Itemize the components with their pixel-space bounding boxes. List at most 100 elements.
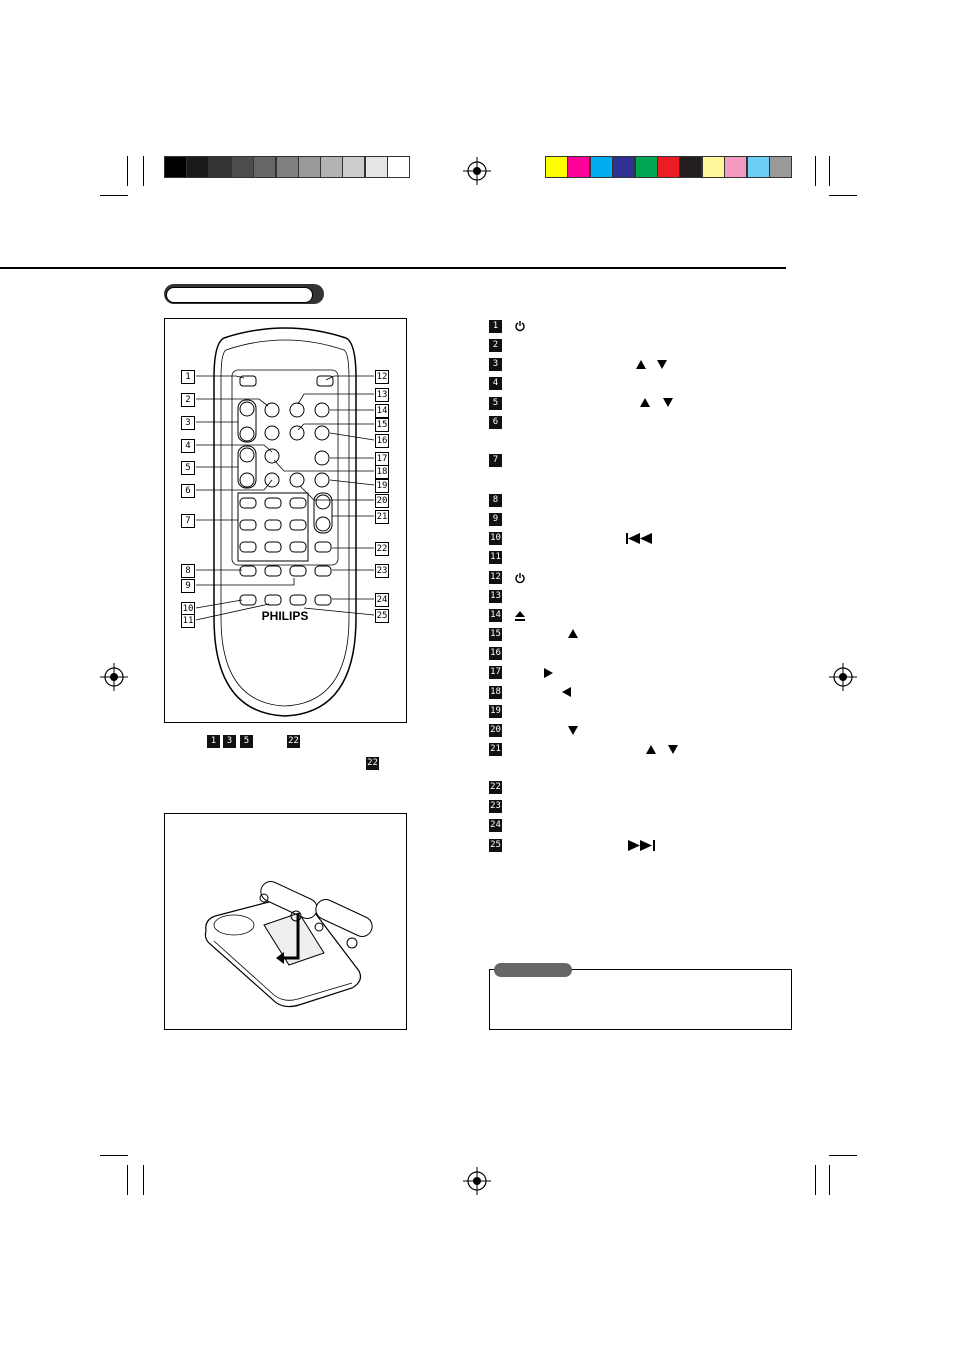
legend-number-badge: 10 bbox=[489, 532, 502, 545]
up-triangle-icon bbox=[646, 745, 656, 754]
color-swatch bbox=[701, 156, 725, 178]
color-swatch bbox=[634, 156, 658, 178]
gray-swatch bbox=[230, 156, 254, 178]
legend-number-badge: 4 bbox=[489, 377, 502, 390]
remote-callout-13: 13 bbox=[375, 388, 389, 402]
remote-callout-5: 5 bbox=[181, 461, 195, 475]
battery-figure-frame bbox=[164, 813, 407, 1030]
legend-number-badge: 23 bbox=[489, 800, 502, 813]
legend-number-badge: 16 bbox=[489, 647, 502, 660]
remote-callout-14: 14 bbox=[375, 404, 389, 418]
remote-callout-17: 17 bbox=[375, 452, 389, 466]
remote-callout-2: 2 bbox=[181, 393, 195, 407]
down-triangle-icon bbox=[657, 360, 667, 369]
right-triangle-icon bbox=[544, 668, 553, 678]
legend-number-badge: 1 bbox=[489, 320, 502, 333]
legend-number-badge: 18 bbox=[489, 686, 502, 699]
down-triangle-icon bbox=[568, 726, 578, 735]
legend-number-badge: 19 bbox=[489, 705, 502, 718]
color-swatch bbox=[746, 156, 770, 178]
remote-callout-22: 22 bbox=[375, 542, 389, 556]
gray-swatch bbox=[342, 156, 366, 178]
legend-number-badge: 5 bbox=[489, 397, 502, 410]
remote-callout-18: 18 bbox=[375, 465, 389, 479]
remote-callout-12: 12 bbox=[375, 370, 389, 384]
legend-number-badge: 15 bbox=[489, 628, 502, 641]
remote-callout-25: 25 bbox=[375, 609, 389, 623]
note-tab bbox=[494, 963, 572, 977]
color-swatch bbox=[612, 156, 636, 178]
note-box bbox=[489, 969, 792, 1030]
remote-callout-3: 3 bbox=[181, 416, 195, 430]
remote-callout-6: 6 bbox=[181, 484, 195, 498]
remote-callout-7: 7 bbox=[181, 514, 195, 528]
legend-number-badge: 13 bbox=[489, 590, 502, 603]
legend-number-badge: 17 bbox=[489, 666, 502, 679]
remote-figure-frame bbox=[164, 318, 407, 723]
header-rule bbox=[0, 267, 786, 269]
down-triangle-icon bbox=[668, 745, 678, 754]
caption-badge: 1 bbox=[207, 735, 220, 748]
color-swatch bbox=[545, 156, 568, 178]
legend-number-badge: 24 bbox=[489, 819, 502, 832]
remote-callout-9: 9 bbox=[181, 579, 195, 593]
power-icon bbox=[515, 321, 525, 332]
section-header-inner bbox=[166, 287, 313, 303]
remote-callout-20: 20 bbox=[375, 494, 389, 508]
gray-swatch bbox=[364, 156, 388, 178]
next-track-icon bbox=[628, 840, 655, 851]
legend-number-badge: 20 bbox=[489, 724, 502, 737]
left-triangle-icon bbox=[562, 687, 571, 697]
down-triangle-icon bbox=[663, 398, 673, 407]
remote-callout-11: 11 bbox=[181, 614, 195, 628]
up-triangle-icon bbox=[636, 360, 646, 369]
color-swatch bbox=[724, 156, 748, 178]
legend-number-badge: 14 bbox=[489, 609, 502, 622]
remote-callout-4: 4 bbox=[181, 439, 195, 453]
legend-number-badge: 21 bbox=[489, 743, 502, 756]
legend-number-badge: 2 bbox=[489, 339, 502, 352]
caption-badge: 5 bbox=[240, 735, 253, 748]
caption-badge: 22 bbox=[366, 757, 379, 770]
remote-callout-8: 8 bbox=[181, 564, 195, 578]
remote-callout-24: 24 bbox=[375, 593, 389, 607]
up-triangle-icon bbox=[640, 398, 650, 407]
registration-target-top bbox=[463, 157, 491, 185]
gray-swatch bbox=[297, 156, 321, 178]
remote-callout-23: 23 bbox=[375, 564, 389, 578]
color-swatch bbox=[769, 156, 792, 178]
gray-swatch bbox=[275, 156, 299, 178]
color-swatch bbox=[657, 156, 680, 178]
remote-callout-16: 16 bbox=[375, 434, 389, 448]
registration-target-left bbox=[100, 663, 128, 691]
legend-number-badge: 11 bbox=[489, 551, 502, 564]
remote-callout-21: 21 bbox=[375, 510, 389, 524]
battery-insertion-illustration bbox=[204, 881, 373, 1008]
gray-swatch bbox=[253, 156, 277, 178]
legend-number-badge: 9 bbox=[489, 513, 502, 526]
gray-swatch bbox=[208, 156, 232, 178]
gray-swatch bbox=[186, 156, 210, 178]
gray-swatch bbox=[320, 156, 344, 178]
color-swatch bbox=[679, 156, 703, 178]
gray-swatch bbox=[387, 156, 410, 178]
legend-number-badge: 25 bbox=[489, 839, 502, 852]
remote-brand-logo: PHILIPS bbox=[262, 609, 309, 623]
remote-control-illustration: PHILIPS bbox=[195, 327, 375, 717]
power-icon bbox=[515, 573, 525, 584]
legend-number-badge: 6 bbox=[489, 416, 502, 429]
previous-track-icon bbox=[626, 533, 652, 544]
registration-target-right bbox=[829, 663, 857, 691]
gray-swatch bbox=[164, 156, 187, 178]
eject-icon bbox=[515, 611, 525, 621]
caption-badge: 22 bbox=[287, 735, 300, 748]
remote-callout-1: 1 bbox=[181, 370, 195, 384]
registration-target-bottom bbox=[463, 1167, 491, 1195]
remote-callout-15: 15 bbox=[375, 418, 389, 432]
legend-number-badge: 7 bbox=[489, 454, 502, 467]
up-triangle-icon bbox=[568, 629, 578, 638]
legend-number-badge: 12 bbox=[489, 571, 502, 584]
color-swatch bbox=[589, 156, 613, 178]
remote-callout-19: 19 bbox=[375, 479, 389, 493]
caption-badge: 3 bbox=[223, 735, 236, 748]
